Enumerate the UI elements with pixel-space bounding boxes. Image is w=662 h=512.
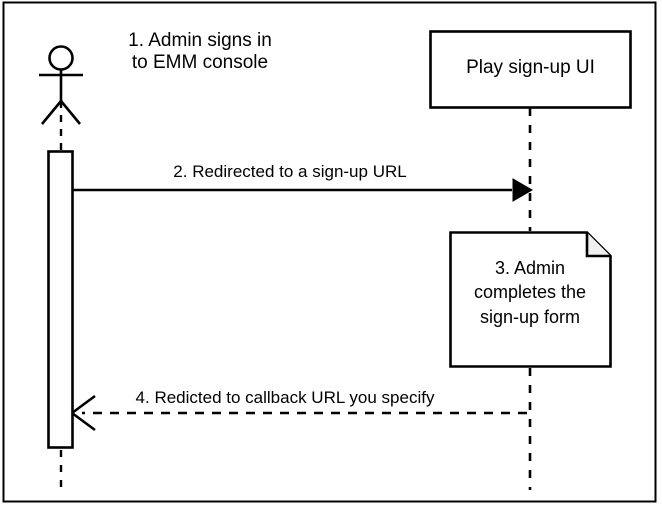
note-text-label: 3. Admin completes the sign-up form (473, 258, 587, 327)
message-4-arrowhead-upper (71, 394, 96, 415)
actor-caption-label: 1. Admin signs in to EMM console (128, 30, 272, 74)
actor-activation-bar (47, 150, 74, 449)
admin-completes-form-note-shape (449, 231, 612, 368)
message-2-label: 2. Redirected to a sign-up URL (173, 162, 407, 181)
message-4-arrow (71, 394, 527, 432)
play-sign-up-ui-box (429, 30, 632, 109)
message-4-label: 4. Redicted to callback URL you specify (135, 388, 435, 407)
diagram-frame-border (2, 1, 657, 503)
message-2-arrow (72, 178, 533, 202)
message-4-arrowhead-lower (71, 411, 96, 432)
admin-actor-figure (39, 45, 83, 125)
participant-title-label: Play sign-up UI (466, 57, 595, 78)
message-2-arrowhead (512, 178, 533, 202)
note-body (449, 231, 612, 368)
note-fold-corner-icon (585, 232, 611, 258)
actor-left-leg-line (40, 100, 63, 125)
actor-right-leg-line (59, 100, 82, 125)
actor-head-icon (48, 45, 74, 71)
